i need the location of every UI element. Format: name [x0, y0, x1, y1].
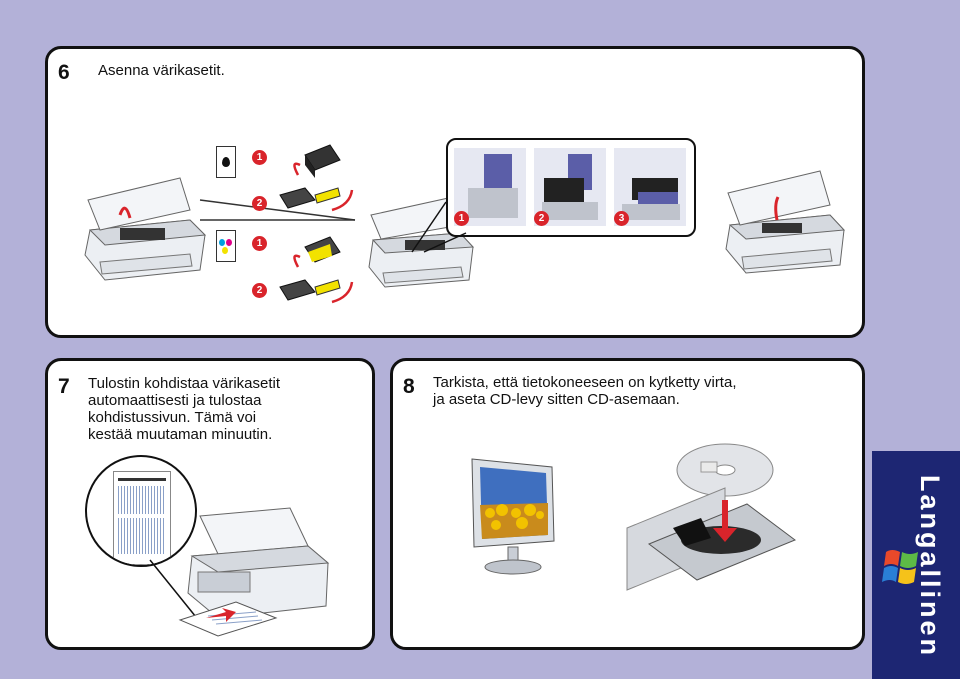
black-step-1-badge: 1 [252, 150, 267, 165]
color-step-1-badge: 1 [252, 236, 267, 251]
cartridge-divider-lines [199, 199, 356, 221]
step-7-text: Tulostin kohdistaa värikasetit automaatt… [88, 375, 281, 443]
alignment-page-sheet [113, 471, 171, 565]
black-ink-icon [216, 146, 236, 178]
cartridge-install-callout [446, 138, 696, 237]
windows-logo-icon [882, 550, 918, 584]
callout-step-3-badge: 3 [614, 211, 629, 226]
step-8-number: 8 [403, 375, 415, 398]
black-cartridge-illustrations [279, 144, 354, 212]
printer-closing-lid-illustration [725, 170, 846, 274]
step-8-panel: 8 Tarkista, että tietokoneeseen on kytke… [390, 358, 865, 650]
step-6-number: 6 [58, 61, 70, 84]
computer-monitor-illustration [471, 458, 555, 575]
color-ink-icon [216, 230, 236, 262]
step-8-text: Tarkista, että tietokoneeseen on kytkett… [433, 374, 737, 408]
step-7-number: 7 [58, 375, 70, 398]
callout-pointer-lines [411, 201, 467, 253]
cd-drive-illustration [626, 443, 797, 591]
color-cartridge-illustrations [279, 236, 354, 304]
printer-cartridge-access-illustration [368, 196, 475, 288]
magnifier-pointer-line [149, 559, 201, 623]
printer-open-lid-illustration [84, 177, 207, 281]
step-6-text: Asenna värikasetit. [98, 62, 225, 79]
callout-step-2-badge: 2 [534, 211, 549, 226]
printer-printing-page-illustration [178, 507, 330, 637]
callout-step-1-badge: 1 [454, 211, 469, 226]
callout-image-1 [454, 148, 526, 226]
alignment-page-magnifier [85, 455, 197, 567]
color-step-2-badge: 2 [252, 283, 267, 298]
black-step-2-badge: 2 [252, 196, 267, 211]
side-tab-label: Langallinen [915, 475, 945, 659]
